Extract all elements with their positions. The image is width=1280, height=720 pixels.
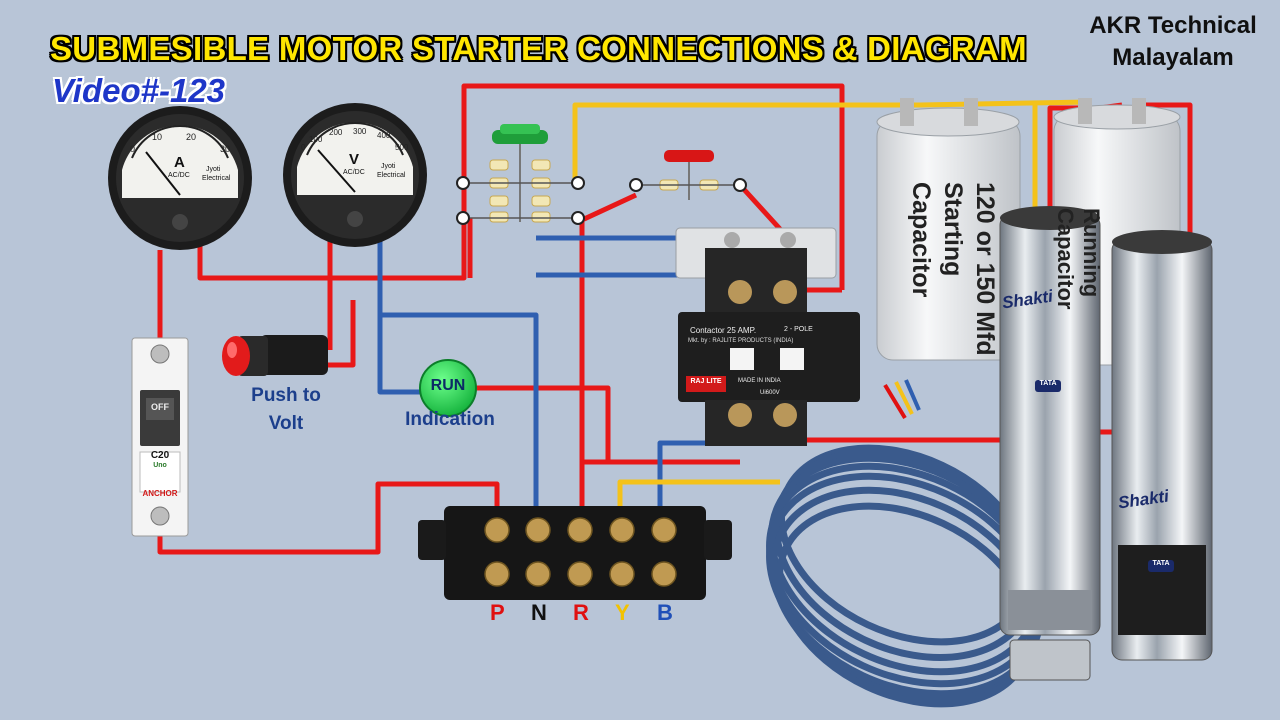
contactor-pole: 2 - POLE <box>784 326 813 333</box>
ammeter-mode: AC/DC <box>168 172 190 179</box>
brand-line-1: AKR Technical <box>1089 12 1257 39</box>
voltmeter-maker: Jyoti <box>381 163 396 170</box>
ammeter-scale-20: 20 <box>186 132 197 142</box>
contactor-origin: MADE IN INDIA <box>738 378 781 384</box>
mcb-state: OFF <box>151 402 169 412</box>
voltmeter <box>283 103 427 247</box>
voltmeter-letter: V <box>349 151 360 168</box>
motor-front-cover <box>1000 215 1100 635</box>
contactor-maker: Mkt. by : RAJLITE PRODUCTS (INDIA) <box>688 338 794 344</box>
channel-brand: AKR Technical Malayalam <box>1068 10 1278 74</box>
ammeter-scale-10: 10 <box>152 132 163 142</box>
ammeter-scale-30: 30 <box>220 144 231 154</box>
terminal-label-p: P <box>490 600 505 625</box>
starting-capacitor-label: Starting <box>939 182 967 277</box>
voltmeter-scale-100: 100 <box>309 135 323 144</box>
start-button-switch <box>456 124 585 225</box>
brand-line-2: Malayalam <box>1112 44 1234 71</box>
starting-capacitor <box>876 98 1021 361</box>
ammeter <box>108 106 252 250</box>
ammeter-scale-0: 0 <box>130 144 136 154</box>
contactor-voltage: Ui600V <box>760 390 780 396</box>
ammeter-maker-2: Electrical <box>202 175 231 182</box>
motor-front-maker: TATA <box>1039 380 1057 387</box>
terminal-label-r: R <box>573 600 589 625</box>
mcb-series: Uno <box>153 462 167 469</box>
mcb-brand: ANCHOR <box>142 489 178 498</box>
push-button <box>222 335 328 376</box>
voltmeter-maker-2: Electrical <box>377 172 406 179</box>
voltmeter-scale-500: 500 <box>395 143 409 152</box>
terminal-label-y: Y <box>615 600 630 625</box>
voltmeter-scale-400: 400 <box>377 131 391 140</box>
starting-capacitor-rating: 120 or 150 Mfd <box>971 182 999 356</box>
ammeter-letter: A <box>174 154 185 171</box>
voltmeter-scale-0: 0 <box>301 143 306 152</box>
page-title: SUBMESIBLE MOTOR STARTER CONNECTIONS & D… <box>50 30 1027 67</box>
voltmeter-scale-300: 300 <box>353 127 367 136</box>
motor-back-maker: TATA <box>1152 560 1170 567</box>
mcb-rating: C20 <box>150 450 170 461</box>
ammeter-maker: Jyoti <box>206 166 221 173</box>
run-lamp-text: RUN <box>430 377 466 394</box>
mcb-breaker <box>131 337 189 537</box>
push-button-label-2: Volt <box>268 413 304 434</box>
voltmeter-scale-200: 200 <box>329 128 343 137</box>
video-number: Video#-123 <box>52 72 226 109</box>
contactor-brand: RAJ LITE <box>690 378 722 385</box>
cable-cores <box>883 379 921 420</box>
voltmeter-dial: 0 100 200 300 400 500 V AC/DC Jyoti Elec… <box>297 127 413 187</box>
stop-button-switch <box>629 150 747 200</box>
terminal-label-n: N <box>531 600 547 625</box>
contactor-title: Contactor 25 AMP. <box>690 326 757 335</box>
run-lamp <box>419 359 477 417</box>
push-button-label: Push to Volt <box>236 382 336 438</box>
starting-capacitor-type: Capacitor <box>907 182 935 298</box>
terminal-label-b: B <box>657 600 673 625</box>
contactor <box>675 227 860 446</box>
run-lamp-label: Indication <box>405 409 495 430</box>
voltmeter-mode: AC/DC <box>343 169 365 176</box>
submersible-motor-back <box>1111 230 1213 661</box>
terminal-strip <box>418 506 732 600</box>
submersible-motor-front <box>999 206 1101 681</box>
ammeter-dial: 0 10 20 30 A AC/DC Jyoti Electrical <box>122 130 238 190</box>
push-button-label-1: Push to <box>251 385 321 406</box>
